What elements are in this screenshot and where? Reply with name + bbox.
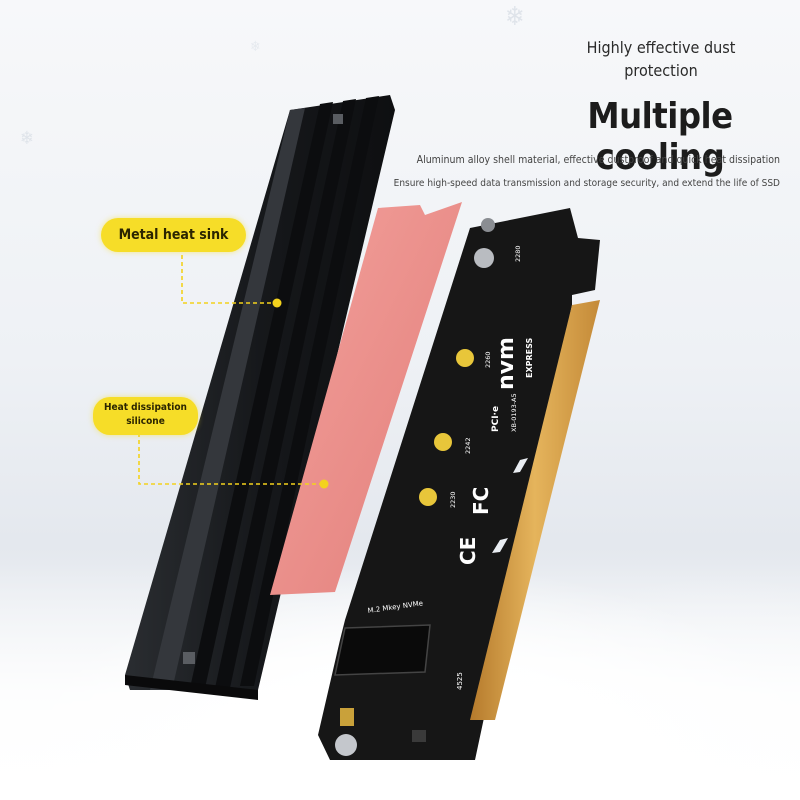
pcie-adapter-card xyxy=(318,208,600,760)
silicone-label: Heat dissipation silicone xyxy=(93,397,198,435)
size-label-2242: 2242 xyxy=(464,437,472,454)
snowflake-icon: ❄ xyxy=(20,128,34,149)
dust-protection-title: Highly effective dust protection xyxy=(560,36,762,82)
dust-title-line-1: Highly effective dust xyxy=(586,38,736,57)
callout-line-silicone xyxy=(138,433,329,489)
callout-line-heat-sink xyxy=(181,248,282,308)
silicone-label-line-1: Heat dissipation xyxy=(104,402,187,413)
snowflake-icon: ❄ xyxy=(505,2,525,32)
metal-heat-sink xyxy=(125,95,395,700)
description-line-1: Aluminum alloy shell material, effective… xyxy=(416,154,780,166)
size-label-2280: 2280 xyxy=(514,245,522,262)
snowflake-icon: ❄ xyxy=(250,39,261,55)
dust-title-line-2: protection xyxy=(624,61,698,80)
nvme-logo: nvm xyxy=(494,337,519,390)
heat-sink-label: Metal heat sink xyxy=(101,218,246,252)
description-line-2: Ensure high-speed data transmission and … xyxy=(393,178,780,189)
pcie-text: PCI·e xyxy=(491,406,501,432)
ce-mark: CE xyxy=(456,537,480,565)
size-label-2260: 2260 xyxy=(484,351,492,368)
model-text: XB-0193-A5 xyxy=(510,393,518,432)
silicone-label-line-2: silicone xyxy=(126,416,165,427)
size-label-2230: 2230 xyxy=(449,491,457,508)
fc-mark: FC xyxy=(469,487,493,515)
board-code: 4525 xyxy=(456,672,464,690)
heat-dissipation-silicone-pad xyxy=(270,202,462,595)
express-text: EXPRESS xyxy=(525,337,534,378)
page-title: Multiple cooling xyxy=(587,96,733,178)
